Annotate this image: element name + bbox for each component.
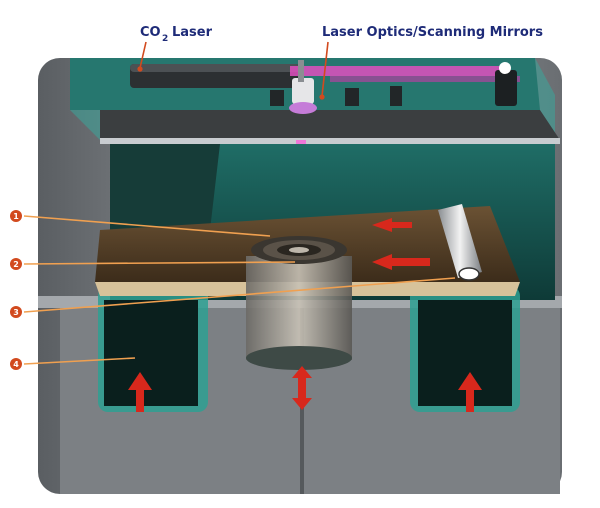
scanning-mirror bbox=[292, 78, 314, 104]
horizontal-laser-beam bbox=[290, 66, 510, 76]
galvo-lens bbox=[289, 102, 317, 114]
svg-text:CO: CO bbox=[140, 25, 161, 40]
svg-text:2: 2 bbox=[13, 260, 19, 269]
roller-direction-arrow-upper bbox=[372, 218, 412, 232]
callout-4: 4 bbox=[10, 358, 22, 370]
right-feed-up-arrow bbox=[458, 372, 482, 412]
mirror-mount bbox=[495, 70, 517, 106]
svg-text:Laser: Laser bbox=[172, 25, 213, 40]
build-cylinder bbox=[246, 236, 352, 370]
roller-direction-arrow-lower bbox=[372, 254, 430, 270]
left-feed-up-arrow bbox=[128, 372, 152, 412]
optics-label: Laser Optics/Scanning Mirrors bbox=[322, 25, 543, 40]
callout-3: 3 bbox=[10, 306, 22, 318]
build-piston-arrow bbox=[292, 366, 312, 410]
right-powder-feed bbox=[410, 286, 520, 412]
co2-laser-unit bbox=[130, 64, 300, 88]
mirror-reflector bbox=[499, 62, 511, 74]
svg-text:2: 2 bbox=[162, 34, 168, 44]
svg-text:4: 4 bbox=[13, 360, 19, 369]
callout-1: 1 bbox=[10, 210, 22, 222]
callout-2: 2 bbox=[10, 258, 22, 270]
callout-leaders bbox=[23, 215, 456, 365]
svg-text:1: 1 bbox=[13, 212, 19, 221]
optics-assembly bbox=[270, 60, 520, 114]
left-powder-feed bbox=[98, 286, 208, 412]
motion-arrows bbox=[128, 218, 482, 412]
co2-laser-label: CO 2 Laser bbox=[140, 25, 213, 44]
svg-text:3: 3 bbox=[13, 308, 19, 317]
recoater-roller bbox=[438, 204, 482, 281]
